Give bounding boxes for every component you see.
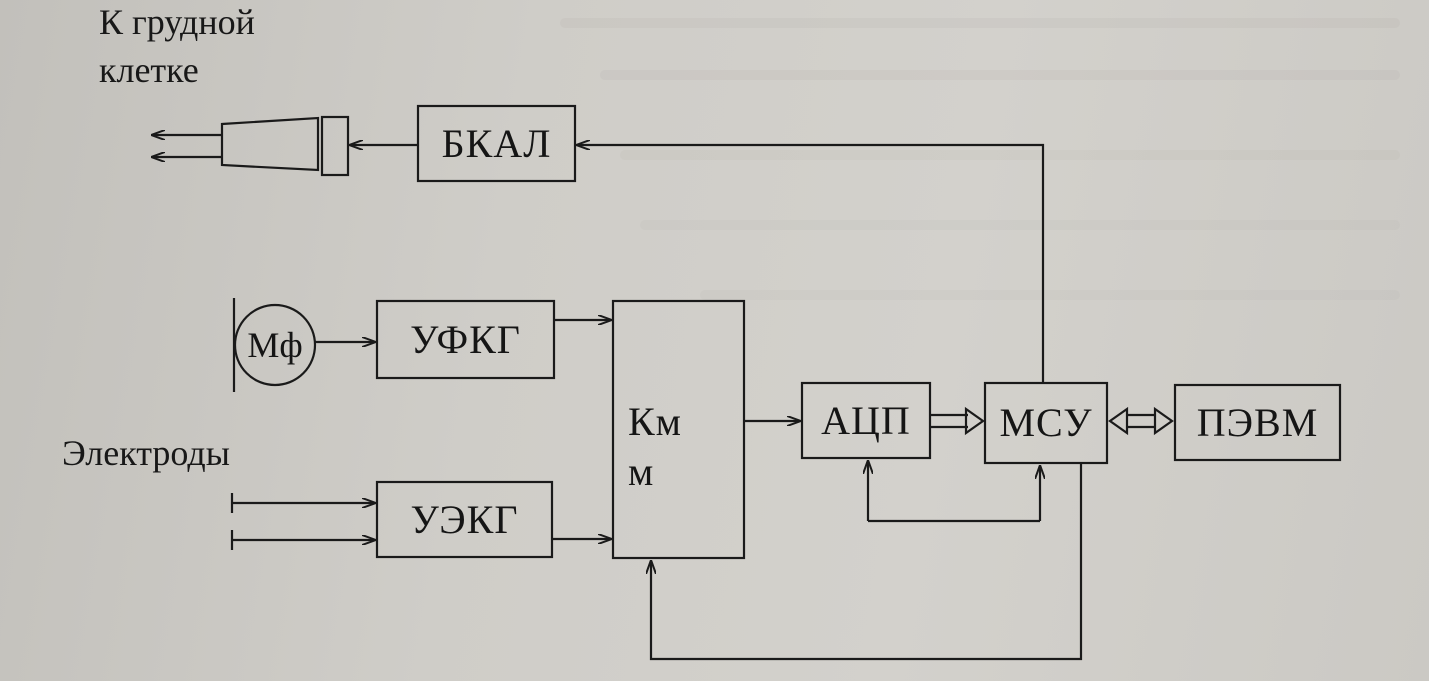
acp-to-msu-bus-head	[964, 406, 985, 436]
bleed-through-texture	[620, 150, 1400, 160]
commutator-label-line2: м	[628, 449, 655, 494]
acp-box	[800, 381, 932, 460]
bleed-through-texture	[600, 70, 1400, 80]
mic-circle	[233, 303, 317, 387]
commutator-box	[611, 299, 746, 560]
ufkg-box	[375, 299, 556, 380]
ufkg-label: УФКГ	[410, 316, 521, 362]
bkal-label: БКАЛ	[441, 120, 552, 166]
acp-label: АЦП	[821, 397, 911, 443]
emitter-horn	[220, 116, 320, 172]
bleed-through-texture	[560, 18, 1400, 28]
uekg-label: УЭКГ	[410, 496, 519, 542]
msu-pevm-bus-head-right	[1153, 406, 1174, 436]
bleed-through-texture	[640, 220, 1400, 230]
pevm-box	[1173, 383, 1342, 462]
uekg-box	[375, 480, 554, 559]
msu-label: МСУ	[999, 400, 1093, 445]
msu-pevm-bus-head-left	[1108, 406, 1129, 436]
electrodes-label: Электроды	[62, 433, 230, 473]
msu-to-commutator-line	[651, 463, 1083, 661]
msu-to-bkal-line	[577, 145, 1045, 383]
pevm-label: ПЭВМ	[1196, 399, 1319, 445]
chest-label-line2: клетке	[99, 50, 199, 90]
mic-label: Мф	[247, 325, 303, 365]
chest-label-line1: К грудной	[99, 2, 255, 42]
msu-box	[983, 381, 1109, 465]
bkal-box	[416, 104, 577, 183]
emitter-plate	[320, 115, 350, 177]
commutator-label-line1: Км	[628, 399, 682, 444]
